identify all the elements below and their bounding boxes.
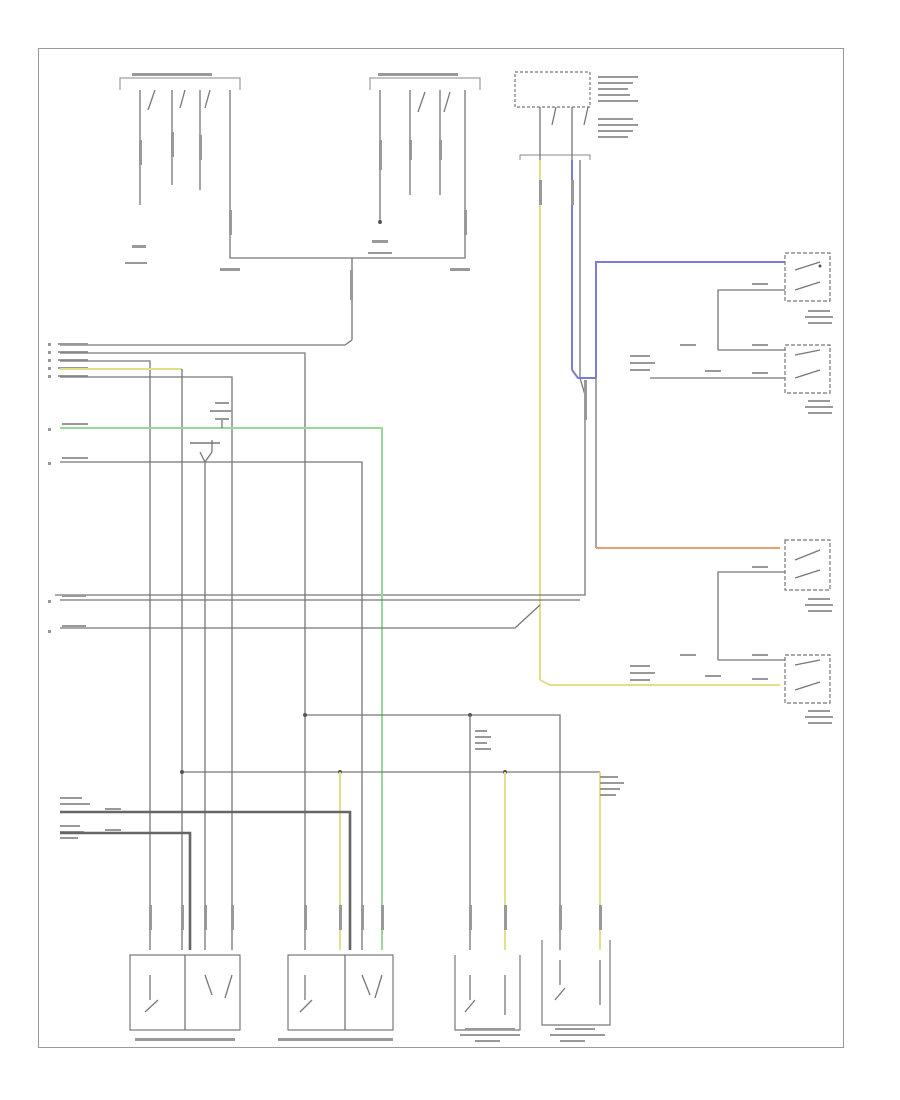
left-rear-door-switch bbox=[784, 654, 833, 724]
top-left-connector bbox=[119, 73, 241, 264]
junction-splice bbox=[190, 402, 232, 950]
driver-door-lock-actuator bbox=[129, 954, 241, 1041]
right-front-door-switch bbox=[784, 252, 833, 324]
bottom-wire-labels bbox=[149, 905, 602, 930]
left-front-door-switch bbox=[784, 539, 833, 612]
top-middle-connector bbox=[368, 73, 481, 254]
right-rear-door-lock-actuator bbox=[454, 955, 521, 1042]
central-control-module bbox=[514, 71, 638, 160]
left-rear-door-lock-actuator bbox=[541, 940, 611, 1042]
right-rear-door-switch bbox=[784, 344, 833, 414]
passenger-door-lock-actuator bbox=[278, 954, 394, 1041]
